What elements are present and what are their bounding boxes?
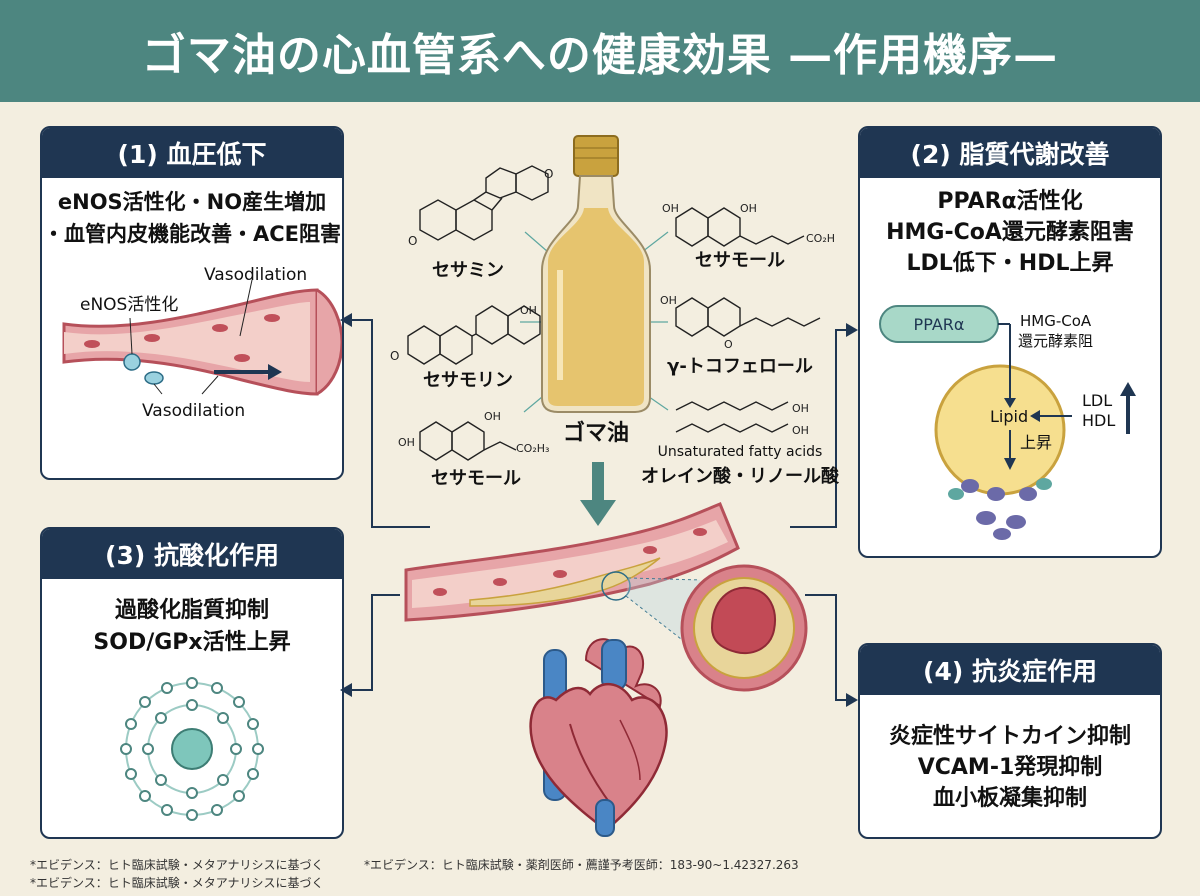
panel-anti-inflammatory: (4) 抗炎症作用 炎症性サイトカイン抑制 VCAM-1発現抑制 血小板凝集抑制 [858,643,1162,839]
chem-oh: OH [398,436,415,449]
connector-to-panel2 [790,329,846,528]
chem-o: O [408,234,417,248]
panel-antioxidant: (3) 抗酸化作用 過酸化脂質抑制 SOD/GPx活性上昇 [40,527,344,839]
label-vasodilation-bottom: Vasodilation [142,401,245,421]
compound-sesamol-bottom: セサモール [431,468,521,489]
ppar-label: PPARα [914,315,965,334]
chem-oh: OH [520,304,537,317]
tocopherol-structure [675,297,821,337]
footnote-left-1: *エビデンス：ヒト臨床試験・メタアナリシスに基づく [30,858,324,872]
connector-to-panel1 [352,319,430,528]
sesame-oil-bottle [541,135,651,413]
connector-to-panel4 [805,594,846,701]
panel-line: 炎症性サイトカイン抑制 [888,724,1131,749]
page-title: ゴマ油の心血管系への健康効果 —作用機序— [141,30,1059,81]
oil-label: ゴマ油 [563,420,629,446]
panel-line: eNOS活性化・NO産生増加 [57,190,327,214]
chem-oh: OH [792,402,809,415]
compound-tocopherol: γ-トコフェロール [667,356,813,377]
panel-lipid-metabolism: (2) 脂質代謝改善 PPARα活性化 HMG-CoA還元酵素阻害 LDL低下・… [858,126,1162,558]
fatty-acid-structure [675,401,789,433]
lipid-droplet [934,364,1066,496]
heart-illustration [529,638,668,837]
panel-line: SOD/GPx活性上昇 [93,630,291,655]
chem-oh: OH [484,410,501,423]
panel-line: 血小板凝集抑制 [932,786,1087,811]
panel-description: 炎症性サイトカイン抑制 VCAM-1発現抑制 血小板凝集抑制 [860,721,1160,814]
compound-fatty-jp: オレイン酸・リノール酸 [641,465,840,487]
chem-co2h: CO₂H [806,232,835,245]
chem-oh: OH [740,202,757,215]
panel-line: VCAM-1発現抑制 [917,755,1103,780]
panel-title: (3) 抗酸化作用 [42,529,342,579]
footnote-left-2: *エビデンス：ヒト臨床試験・メタアナリシスに基づく [30,876,324,890]
panel-title: (1) 血圧低下 [42,128,342,178]
label-vasodilation-top: Vasodilation [204,265,307,285]
connector-to-panel3 [352,594,400,691]
label-enos: eNOS活性化 [80,295,178,315]
sesamol-structure-top [675,207,805,247]
compound-sesamin: セサミン [432,260,504,281]
chem-o: O [390,349,399,363]
chem-oh: OH [792,424,809,437]
panel-description: 過酸化脂質抑制 SOD/GPx活性上昇 [42,595,342,659]
chem-o: O [544,167,553,181]
artery-cross-section [680,564,808,692]
header-banner: ゴマ油の心血管系への健康効果 —作用機序— [0,0,1200,102]
panel-line: ・血管内皮機能改善・ACE阻害 [42,222,341,246]
panel-description: eNOS活性化・NO産生増加 ・血管内皮機能改善・ACE阻害 [42,186,342,250]
chem-oh: OH [660,294,677,307]
up-label: 上昇 [1020,433,1052,452]
hmg-label-2: 還元酵素阻 [1018,332,1093,350]
lipid-label: Lipid [990,407,1028,426]
compound-fatty-en: Unsaturated fatty acids [658,444,823,460]
hdl-label: HDL [1082,411,1115,430]
hmg-label-1: HMG-CoA [1020,312,1092,330]
chem-co2h3: CO₂H₃ [516,442,549,455]
compound-sesamolin: セサモリン [423,370,513,391]
sesamol-structure-bottom [419,421,517,461]
no-marker [144,371,164,385]
antioxidant-atom-illustration [120,677,264,821]
panel-line: 過酸化脂質抑制 [114,598,269,623]
footnote-right: *エビデンス：ヒト臨床試験・薬剤医師・薦謹予考医師：183-90~1.42327… [364,858,799,872]
chem-o: O [724,338,733,351]
chem-oh: OH [662,202,679,215]
panel-description: PPARα活性化 HMG-CoA還元酵素阻害 LDL低下・HDL上昇 [860,186,1160,279]
sesamin-structure [419,165,549,241]
panel-line: LDL低下・HDL上昇 [906,251,1114,276]
vasodilation-illustration: eNOS活性化 Vasodilation Vasodilation [62,265,342,421]
panel-blood-pressure: (1) 血圧低下 eNOS活性化・NO産生増加 ・血管内皮機能改善・ACE阻害 … [40,126,344,480]
panel-line: PPARα活性化 [937,189,1083,214]
down-arrow [580,462,616,526]
ldl-label: LDL [1082,391,1112,410]
enos-marker [123,353,141,371]
panel-title: (4) 抗炎症作用 [860,645,1160,695]
artery-illustration [404,502,740,661]
nucleus [171,728,213,770]
sesamolin-structure [407,305,541,365]
panel-title: (2) 脂質代謝改善 [860,128,1160,178]
lipid-illustration: PPARα HMG-CoA 還元酵素阻 Lipid 上昇 LDL HDL [879,305,1136,540]
panel-line: HMG-CoA還元酵素阻害 [886,220,1134,245]
compound-sesamol-top: セサモール [695,250,785,271]
